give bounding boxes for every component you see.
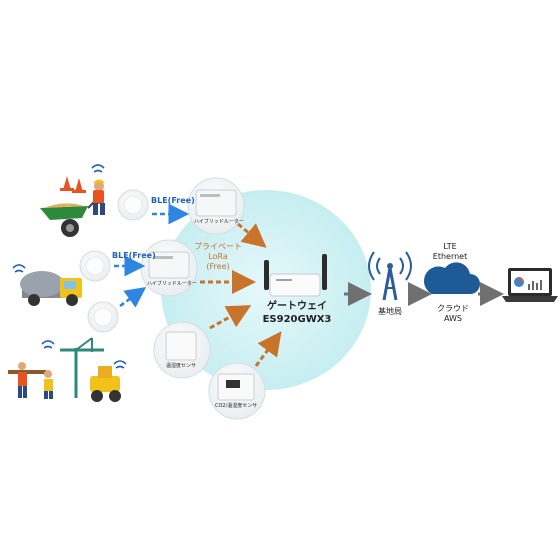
base-station-label: 基地局 (378, 307, 402, 316)
ethernet-label: Ethernet (432, 252, 468, 261)
ble-tag-bottom (87, 301, 119, 333)
lora-label-line3: (Free) (206, 262, 230, 271)
ble-tag-mid (79, 250, 111, 282)
lora-label-line2: LoRa (208, 252, 228, 261)
base-station-tower-icon (368, 251, 412, 301)
ble-arrow-bottom (119, 286, 147, 308)
lora-arrow-co2-sensor (254, 331, 282, 367)
lora-label-line1: プライベート (194, 242, 242, 251)
gateway-label: ゲートウェイ ES920GWX3 (250, 300, 344, 326)
lora-arrow-router-top (237, 222, 267, 248)
temp-humidity-sensor (153, 321, 211, 379)
worker-wheelbarrow-illustration (40, 164, 105, 237)
laptop-icon (502, 268, 558, 302)
cloud-icon (423, 262, 480, 294)
mixer-truck-illustration (12, 264, 82, 306)
gateway-label-line1: ゲートウェイ (267, 301, 327, 312)
router-mid-label: ハイブリッドルーター (147, 281, 197, 287)
ble-tag-top (117, 189, 149, 221)
lora-label: プライベート LoRa (Free) (194, 242, 242, 272)
lte-label: LTE (443, 242, 457, 251)
ble-label-top: BLE(Free) (151, 196, 195, 205)
co2-sensor-label: CO2/温湿度センサ (215, 403, 258, 409)
gateway-label-line2: ES920GWX3 (262, 314, 332, 325)
ble-label-mid: BLE(Free) (112, 251, 156, 260)
cloud-label: クラウド AWS (428, 304, 478, 324)
hybrid-router-top (187, 177, 245, 235)
lte-ethernet-label: LTE Ethernet (424, 242, 476, 262)
router-top-label: ハイブリッドルーター (194, 219, 244, 225)
cloud-label-line1: クラウド (437, 304, 469, 313)
temp-sensor-label: 温湿度センサ (166, 363, 197, 369)
co2-sensor (208, 362, 266, 420)
cloud-label-line2: AWS (443, 314, 463, 323)
construction-site-illustration (8, 337, 127, 402)
lora-arrow-temp-sensor (209, 305, 252, 330)
gateway-device (264, 254, 327, 297)
hybrid-router-mid (140, 239, 198, 297)
